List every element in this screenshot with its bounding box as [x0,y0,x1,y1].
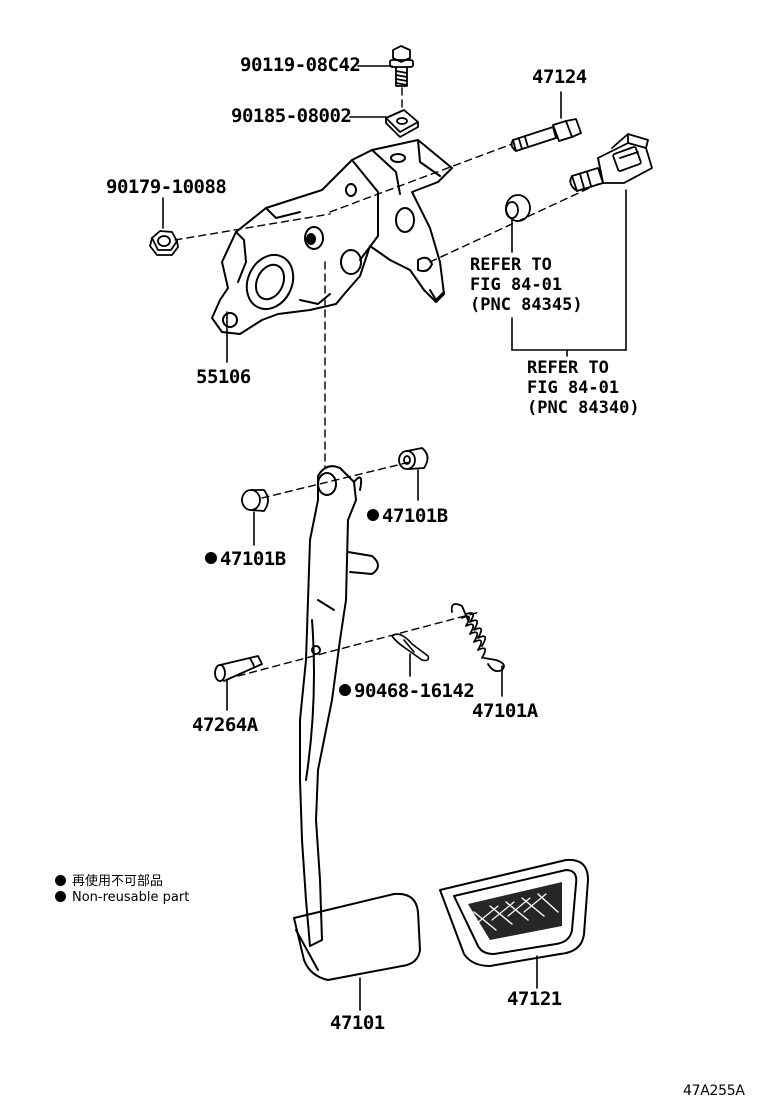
label-brake-pedal: 47101 [330,1012,385,1034]
label-clip-text: 90468-16142 [354,680,475,702]
legend-dot-icon [55,875,66,886]
bushing-right [398,447,429,470]
flange-nut-90179 [149,230,179,256]
bushing-left [241,489,269,512]
label-flange-nut: 90179-10088 [106,176,227,198]
label-bushing-left: 47101B [205,548,286,570]
label-bushing-right-text: 47101B [382,505,448,527]
pedal-bracket-55106 [211,139,453,335]
legend-en-text: Non-reusable part [72,890,190,905]
reference-84340: REFER TO FIG 84-01 (PNC 84340) [527,358,640,418]
label-spring: 47101A [472,700,538,722]
pedal-pad-47121 [439,858,589,967]
label-bracket: 55106 [196,366,251,388]
illustration-code: 47A255A [683,1083,745,1099]
clip-90468 [391,633,430,662]
non-reusable-dot [205,552,217,564]
non-reusable-dot [367,509,379,521]
legend-jp-text: 再使用不可部品 [72,874,164,889]
leader-lines [162,65,627,1011]
pin-47124 [510,118,582,152]
pedal-pin-47264A [214,655,263,682]
label-bushing-left-text: 47101B [220,548,286,570]
stop-light-switch [569,133,653,192]
pedal-foot [293,892,421,981]
legend-dot-icon [55,891,66,902]
stop-light-cushion [505,194,531,222]
label-pedal-pad: 47121 [507,988,562,1010]
nut-plate-90185 [385,109,419,138]
legend-jp: 再使用不可部品 [55,870,163,889]
label-clip: 90468-16142 [339,680,475,702]
non-reusable-dot [339,684,351,696]
reference-84345: REFER TO FIG 84-01 (PNC 84345) [470,255,583,315]
label-bushing-right: 47101B [367,505,448,527]
label-bolt: 90119-08C42 [240,54,361,76]
assembly-lines [174,87,599,677]
brake-pedal-arm-47101 [299,465,379,947]
label-pin-47124: 47124 [532,66,587,88]
label-nut-plate: 90185-08002 [231,105,352,127]
bolt-90119 [389,45,414,87]
spring-47101A [450,603,505,673]
legend-en: Non-reusable part [55,890,189,905]
label-pedal-pin: 47264A [192,714,258,736]
